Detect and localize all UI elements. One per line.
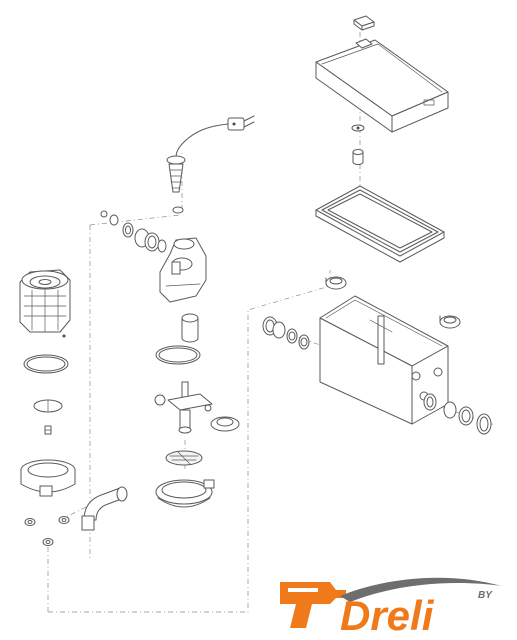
inlet-fittings	[262, 316, 310, 350]
motor-gasket-ring	[23, 354, 69, 374]
drill-icon	[280, 582, 346, 628]
brand-text: Dreli	[340, 592, 435, 636]
outlet-elbow-hose	[81, 486, 128, 531]
power-cord	[175, 123, 229, 159]
tank-clamp-right	[439, 315, 461, 329]
impeller-disc	[33, 399, 63, 413]
volute-chamber	[20, 459, 76, 497]
tank-clamp-top	[325, 276, 347, 290]
cord-strain-relief	[166, 155, 186, 214]
logo-swoosh	[340, 577, 502, 602]
membrane-disc	[210, 416, 240, 432]
small-washers	[24, 516, 70, 546]
coupling-nuts	[100, 210, 167, 253]
outlet-fittings	[423, 393, 492, 435]
impeller-shaft-assembly	[154, 381, 213, 434]
lid-gasket	[315, 185, 445, 263]
motor-o-ring	[155, 345, 201, 365]
power-plug	[227, 115, 255, 131]
brand-tag: BY	[478, 590, 493, 601]
tank-lid	[315, 39, 449, 133]
tank-body	[319, 295, 449, 425]
dreli-logo: Dreli BY	[280, 577, 502, 636]
pump-motor-unit	[19, 269, 71, 338]
motor-housing	[159, 237, 207, 303]
grid-filter	[165, 450, 203, 466]
hose-clamp-ring	[155, 479, 215, 508]
lid-fasteners	[351, 124, 365, 165]
impeller-screw	[44, 425, 52, 435]
lid-cap-button	[353, 15, 375, 49]
motor-shaft-sleeve	[181, 313, 199, 343]
